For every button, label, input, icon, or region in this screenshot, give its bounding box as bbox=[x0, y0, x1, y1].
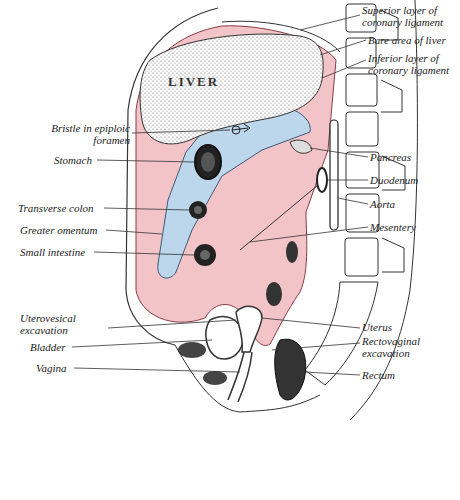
pubic-bone bbox=[178, 342, 206, 358]
bladder bbox=[206, 316, 243, 358]
small-intestine bbox=[194, 244, 216, 266]
part-label: Uterus bbox=[362, 321, 442, 333]
part-label: Bladder bbox=[30, 341, 90, 353]
leader-line bbox=[132, 130, 230, 133]
aorta bbox=[330, 120, 338, 230]
part-label: Rectum bbox=[362, 369, 442, 381]
leader-line bbox=[338, 198, 368, 204]
part-label: Duodenum bbox=[370, 174, 450, 186]
part-label: Transverse colon bbox=[18, 202, 118, 214]
part-label: Greater omentum bbox=[20, 224, 120, 236]
leader-line bbox=[320, 40, 366, 55]
leader-line bbox=[250, 227, 368, 242]
intestine-lumen bbox=[200, 250, 210, 260]
intestine-loop bbox=[266, 282, 282, 306]
intestine-loop bbox=[286, 241, 298, 263]
part-label: Bare area of liver bbox=[368, 34, 460, 46]
vagina bbox=[228, 352, 252, 402]
organ-name: LIVER bbox=[168, 76, 248, 88]
vertebra bbox=[346, 74, 377, 106]
pancreas bbox=[290, 140, 312, 153]
leader-line bbox=[300, 15, 360, 30]
duodenum bbox=[317, 168, 327, 192]
leader-line bbox=[108, 320, 236, 328]
part-label: Pancreas bbox=[370, 151, 450, 163]
leader-line bbox=[304, 372, 360, 375]
vertebra bbox=[345, 238, 378, 276]
bristle bbox=[232, 124, 250, 132]
leader-line bbox=[104, 208, 189, 210]
liver bbox=[140, 34, 323, 144]
leader-line bbox=[72, 340, 212, 347]
part-label: Aorta bbox=[370, 198, 450, 210]
part-label: Small intestine bbox=[20, 246, 120, 258]
leader-line bbox=[262, 318, 360, 328]
stomach-lumen bbox=[201, 152, 215, 172]
leader-line bbox=[272, 343, 360, 350]
transverse-colon bbox=[189, 201, 207, 219]
stomach bbox=[195, 145, 221, 179]
leader-line bbox=[97, 160, 195, 162]
vertebra bbox=[346, 112, 378, 146]
part-label: Uterovesical excavation bbox=[20, 312, 106, 336]
mesentery bbox=[240, 185, 318, 250]
perineum-outline bbox=[175, 345, 320, 412]
diaphragm bbox=[222, 21, 340, 52]
part-label: Bristle in epiploic foramen bbox=[34, 122, 130, 146]
leader-line bbox=[94, 252, 194, 255]
leader-line bbox=[310, 148, 368, 157]
leader-line bbox=[328, 180, 368, 181]
part-label: Stomach bbox=[54, 154, 114, 166]
greater-sac bbox=[136, 26, 336, 346]
epiploic-foramen bbox=[232, 126, 240, 134]
colon-lumen bbox=[194, 206, 202, 214]
pubic-bone bbox=[203, 371, 227, 385]
leader-line bbox=[322, 60, 366, 78]
uterus bbox=[236, 306, 262, 352]
part-label: Inferior layer of coronary ligament bbox=[368, 52, 460, 76]
leader-line bbox=[106, 230, 162, 234]
part-label: Mesentery bbox=[370, 221, 450, 233]
part-label: Vagina bbox=[36, 362, 96, 374]
leader-lines bbox=[72, 15, 368, 375]
leader-line bbox=[74, 368, 240, 372]
part-label: Superior layer of coronary ligament bbox=[362, 4, 460, 28]
part-label: Rectovaginal excavation bbox=[362, 335, 448, 359]
